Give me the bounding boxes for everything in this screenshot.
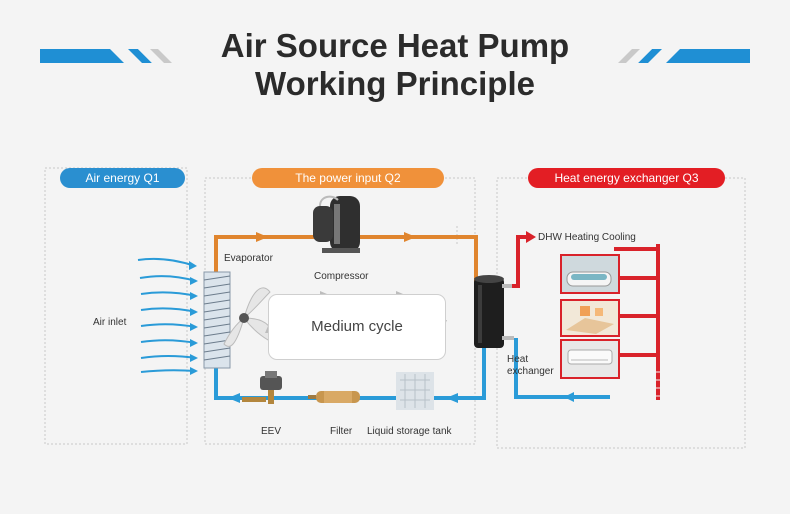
title-line-2: Working Principle [255, 65, 535, 102]
page-title: Air Source Heat Pump Working Principle [0, 27, 790, 103]
power-input-pill: The power input Q2 [252, 168, 444, 188]
air-inlet-label: Air inlet [93, 317, 127, 328]
liquid-storage-tank-icon [396, 372, 434, 410]
compressor-icon [313, 195, 360, 253]
pipe-arrow [256, 232, 268, 242]
air-conditioner-image [560, 339, 620, 379]
pipe-arrow [404, 232, 416, 242]
hot-water-pipe [512, 235, 528, 288]
heat-exchanger-icon [474, 275, 514, 348]
pipe-arrow [228, 393, 240, 403]
floor-heating-image [560, 299, 620, 337]
compressor-label: Compressor [314, 271, 369, 282]
eev-label: EEV [261, 426, 282, 437]
heat-exchanger-label: Heat exchanger [507, 354, 554, 377]
pipe-arrow [446, 393, 458, 403]
filter-icon [308, 391, 360, 403]
heat-exchange-box [496, 177, 746, 449]
header-stripes-left [40, 49, 172, 63]
air-energy-box [44, 167, 188, 445]
evaporator-label: Evaporator [224, 253, 273, 264]
fan-icon [223, 287, 272, 347]
evaporator-coil [203, 271, 231, 369]
medium-cycle-box: Medium cycle [268, 294, 446, 360]
liquid-storage-tank-label: Liquid storage tank [367, 426, 452, 437]
dhw-label: DHW Heating Cooling [538, 232, 636, 243]
eev-icon [242, 371, 282, 404]
bathtub-image [560, 254, 620, 294]
title-line-1: Air Source Heat Pump [220, 27, 570, 64]
heat-exchanger-pill: Heat energy exchanger Q3 [528, 168, 725, 188]
return-pipe [514, 338, 610, 399]
air-energy-pill: Air energy Q1 [60, 168, 185, 188]
room-supply-pipes [614, 244, 660, 400]
filter-label: Filter [330, 426, 353, 437]
header-stripes-right [618, 49, 750, 63]
